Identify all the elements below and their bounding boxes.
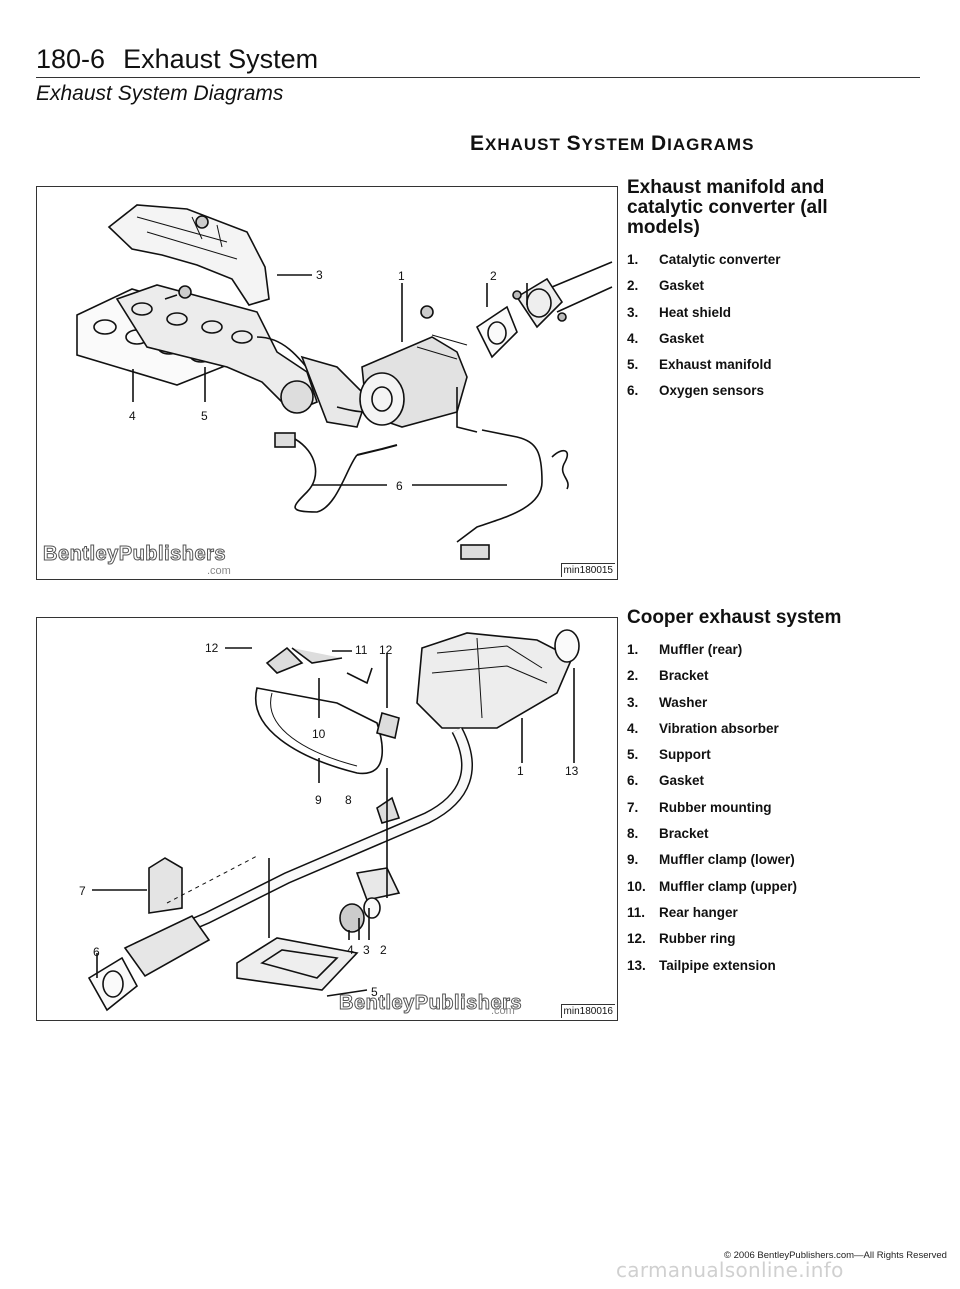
list-item: 11.Rear hanger [627,904,738,920]
callout-8: 8 [345,793,352,807]
callout-3: 3 [316,268,323,282]
list-item: 2.Bracket [627,668,709,684]
callout-4: 4 [129,409,136,423]
callout-5: 5 [201,409,208,423]
list-item: 4.Gasket [627,330,705,346]
legend-title: Cooper exhaust system [627,607,842,628]
watermark-sub: .com [491,1005,515,1017]
list-item: 5.Exhaust manifold [627,357,772,373]
figure-code: min180015 [560,563,615,577]
figure-manifold-catalytic-converter: 3 1 2 4 5 6 BentleyPublishers .com min18… [36,186,618,580]
list-item: 4.Vibration absorber [627,720,779,736]
figure-cooper-exhaust: 12 11 12 10 1 13 9 8 7 6 4 3 2 5 Bentley… [36,617,618,1021]
callout-6: 6 [396,479,403,493]
callout-2: 2 [380,943,387,957]
page-number: 180-6 [36,44,106,74]
list-item: 1.Catalytic converter [627,252,781,267]
list-item: 6.Oxygen sensors [627,383,765,399]
list-item: 2.Gasket [627,278,705,294]
list-item: 8.Bracket [627,826,709,842]
callout-11: 11 [355,643,368,657]
list-item: 3.Washer [627,694,708,710]
chapter-title: Exhaust System [123,44,319,74]
exhaust-diagram: 12 11 12 10 1 13 9 8 7 6 4 3 2 5 [79,629,580,1012]
list-item: 13.Tailpipe extension [627,957,776,973]
callout-6: 6 [93,945,100,959]
callout-2: 2 [490,269,497,283]
list-item: 6.Gasket [627,773,705,789]
callout-12b: 12 [379,643,393,657]
callout-12: 12 [205,641,219,655]
list-item: 12.Rubber ring [627,931,736,947]
copyright-notice: © 2006 BentleyPublishers.com—All Rights … [724,1250,947,1261]
callout-1: 1 [398,269,405,283]
page-subtitle: Exhaust System Diagrams [36,82,284,105]
callout-10: 10 [312,727,326,741]
list-item: 10.Muffler clamp (upper) [627,878,798,894]
list-item: 7.Rubber mounting [627,799,772,815]
watermark-logo: BentleyPublishers [338,992,523,1015]
callout-7: 7 [79,884,86,898]
site-watermark: carmanualsonline.info [616,1258,844,1282]
watermark-sub: .com [207,565,231,577]
list-item: 5.Support [627,747,711,763]
callout-9: 9 [315,793,322,807]
legend-manifold: Exhaust manifold and catalytic converter… [627,178,867,410]
section-title: EXHAUST SYSTEM DIAGRAMS [470,132,755,155]
callout-3: 3 [363,943,370,957]
list-item: 9.Muffler clamp (lower) [627,852,795,868]
watermark-logo: BentleyPublishers [42,543,227,566]
manifold-diagram: 3 1 2 4 5 6 [76,204,613,560]
legend-list: 1.Catalytic converter 2.Gasket 3.Heat sh… [627,252,867,410]
legend-title: Exhaust manifold and catalytic converter… [627,177,828,238]
list-item: 3.Heat shield [627,304,732,320]
page-header-title: 180-6 Exhaust System [36,44,318,75]
header-divider [36,77,920,78]
figure-code: min180016 [560,1004,615,1018]
legend-cooper: Cooper exhaust system 1.Muffler (rear) 2… [627,608,927,984]
list-item: 1.Muffler (rear) [627,642,743,657]
callout-1: 1 [517,764,524,778]
callout-4: 4 [347,943,354,957]
legend-list: 1.Muffler (rear) 2.Bracket 3.Washer 4.Vi… [627,642,927,984]
callout-13: 13 [565,764,579,778]
callout-5: 5 [371,985,378,999]
